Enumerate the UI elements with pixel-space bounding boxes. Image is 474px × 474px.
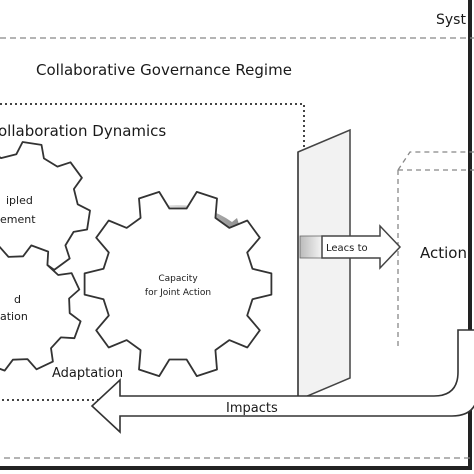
principled-label-line2: ement	[0, 213, 36, 226]
principled-engagement-gear	[0, 141, 91, 279]
capacity-for-joint-action-gear	[83, 191, 273, 377]
regime-border	[0, 37, 474, 459]
leads-to-arrow	[299, 224, 402, 270]
actions-label: Action	[420, 244, 467, 262]
shared-label-line1: d	[14, 293, 21, 306]
shared-motivation-gear	[0, 244, 82, 372]
capacity-label-line1: Capacity	[158, 274, 198, 284]
panel-3d	[297, 128, 351, 402]
shared-label-line2: ation	[0, 310, 28, 323]
adaptation-label: Adaptation	[52, 366, 123, 381]
principled-label-line1: ipled	[6, 194, 33, 207]
dynamics-label: ollaboration Dynamics	[0, 122, 166, 140]
impacts-label: Impacts	[226, 401, 278, 416]
capacity-label-line2: for Joint Action	[145, 288, 211, 298]
actions-box	[397, 151, 474, 350]
impacts-feedback-arrow	[90, 329, 474, 434]
regime-label: Collaborative Governance Regime	[36, 61, 292, 79]
system-context-label: Syst	[436, 12, 466, 28]
leads-to-label: Leacs to	[326, 243, 368, 254]
